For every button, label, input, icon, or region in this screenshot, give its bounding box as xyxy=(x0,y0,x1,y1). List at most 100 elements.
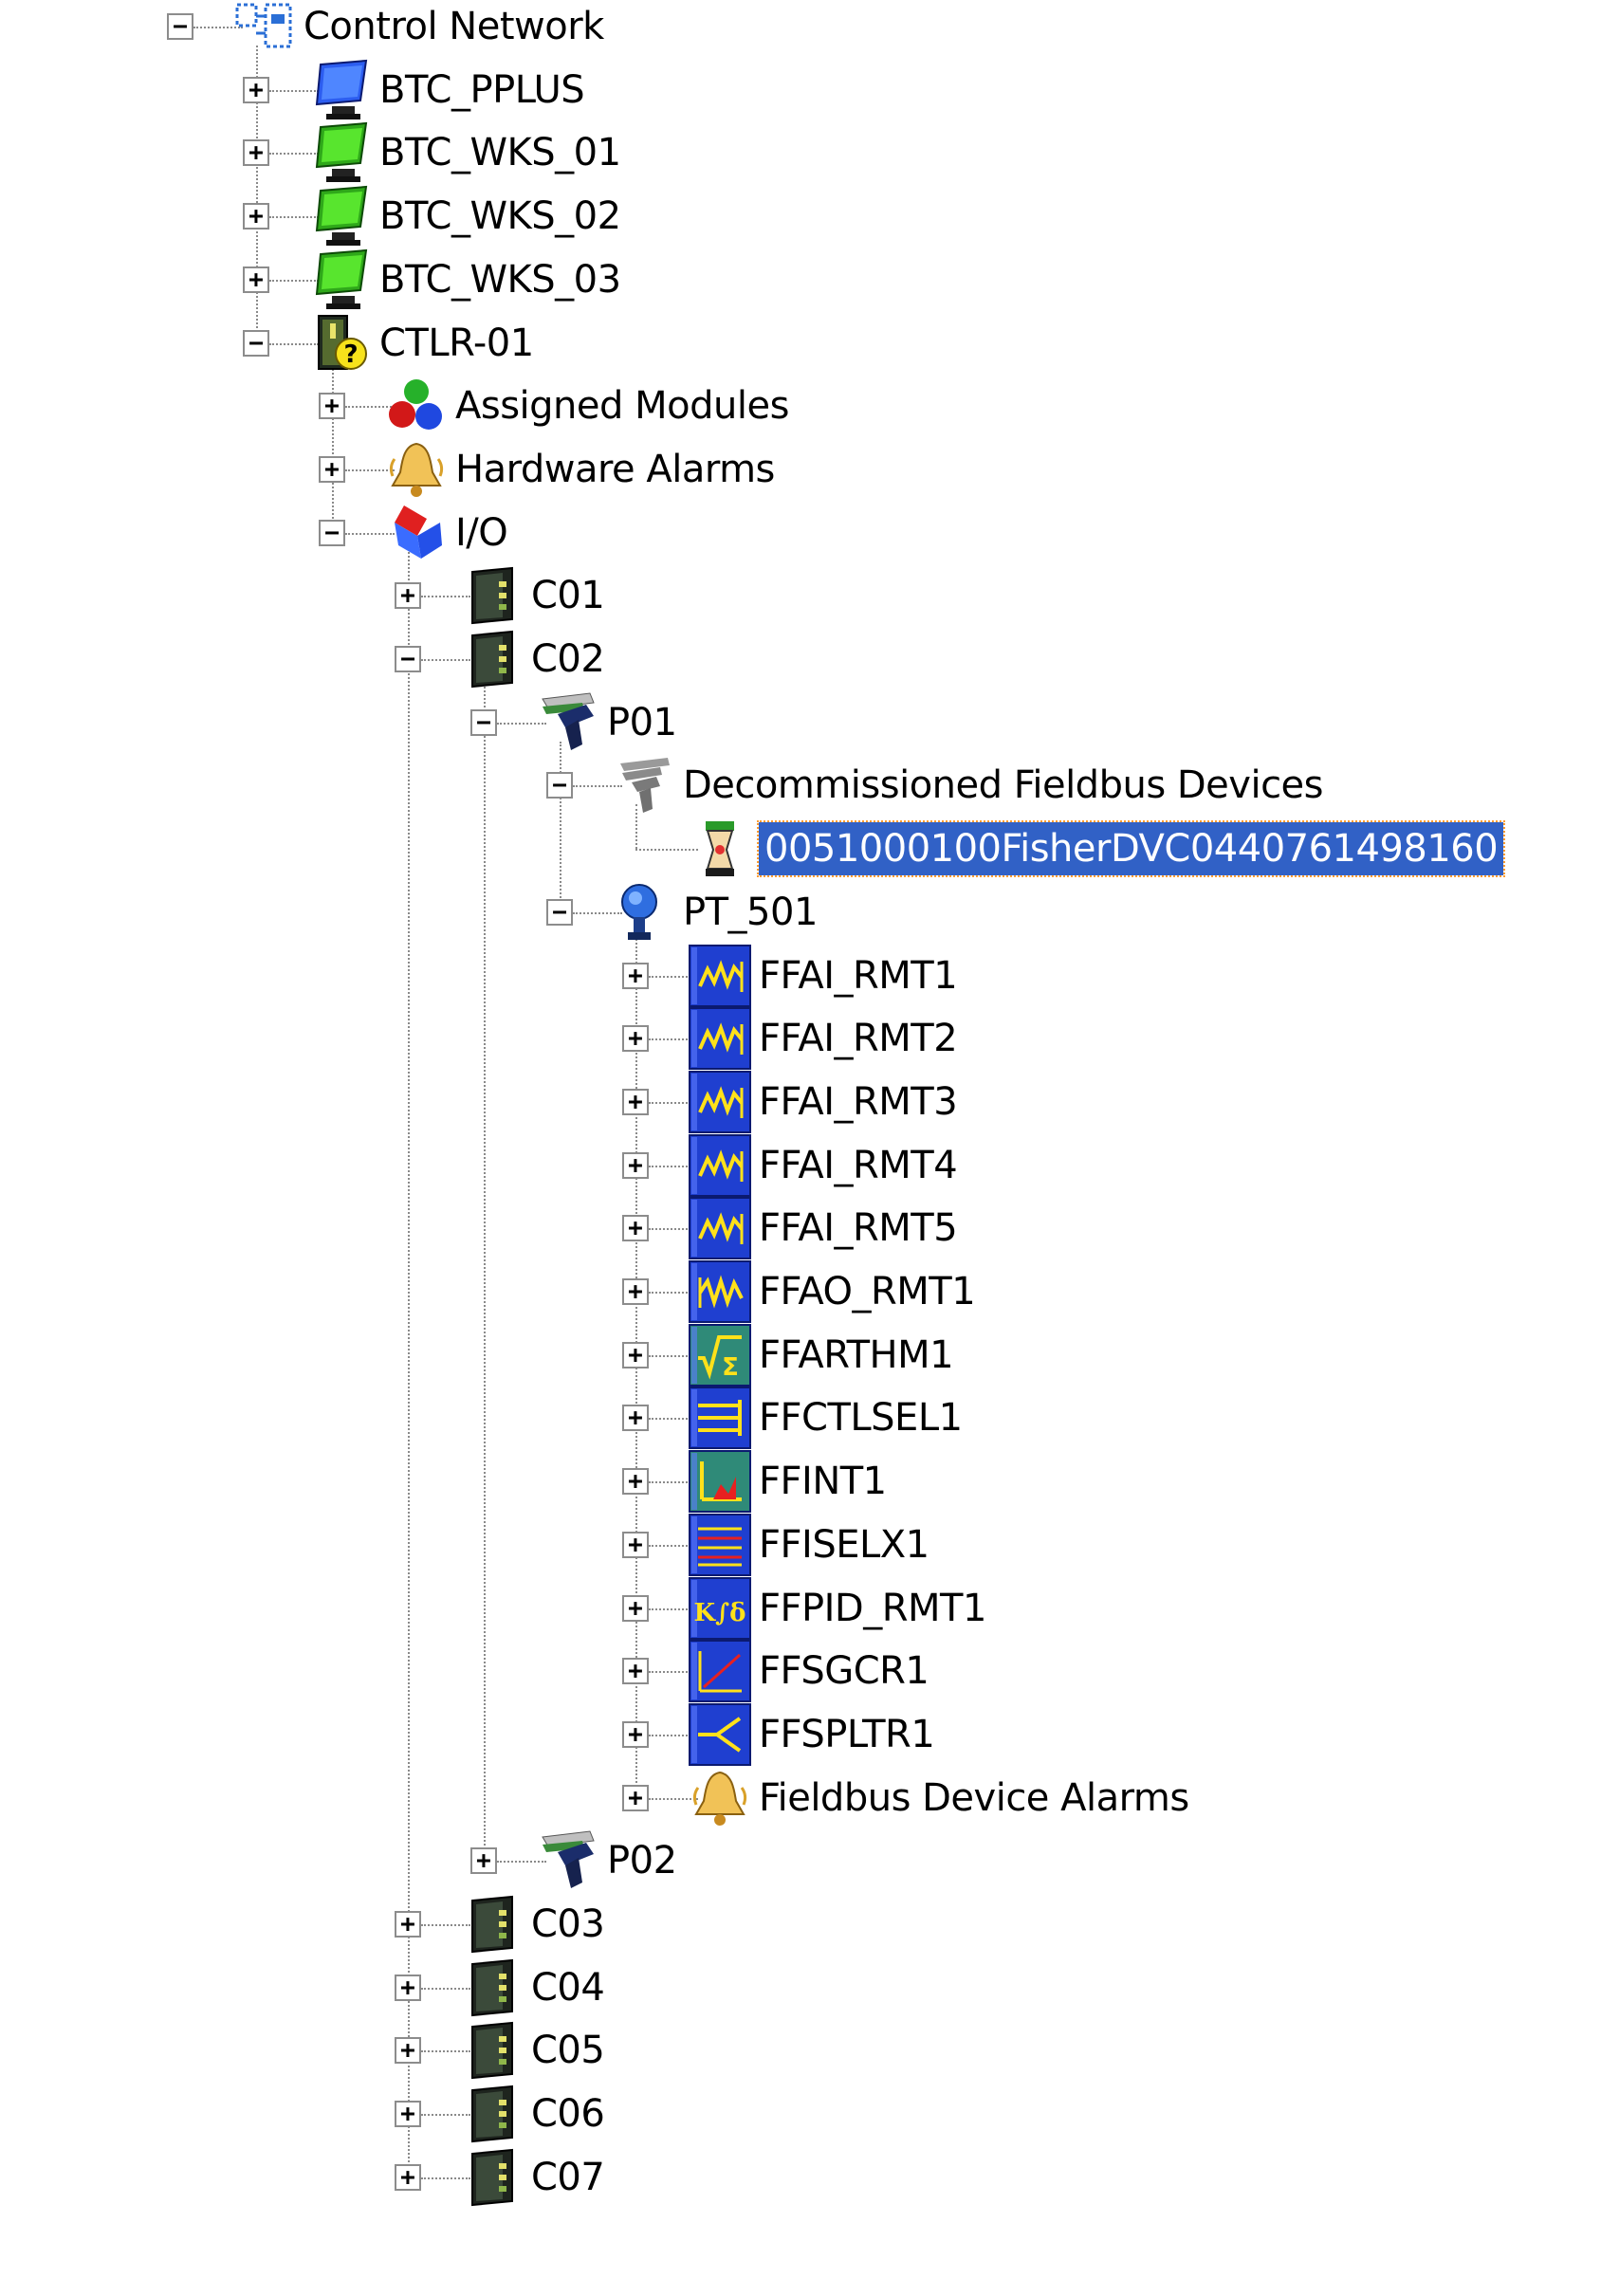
expand-toggle[interactable]: + xyxy=(622,1278,649,1305)
tree-node[interactable]: + C05 xyxy=(0,2019,1601,2082)
expand-toggle[interactable]: + xyxy=(622,1468,649,1496)
tree-node-label[interactable]: PT_501 xyxy=(683,890,818,934)
collapse-toggle[interactable]: − xyxy=(319,519,345,546)
expand-toggle[interactable]: + xyxy=(319,393,345,420)
tree-node[interactable]: + C07 xyxy=(0,2146,1601,2209)
tree-node[interactable]: + C03 xyxy=(0,1893,1601,1956)
expand-toggle[interactable]: + xyxy=(395,1911,421,1938)
expand-toggle[interactable]: + xyxy=(622,1341,649,1368)
tree-node-label[interactable]: C05 xyxy=(531,2029,605,2073)
expand-toggle[interactable]: + xyxy=(243,139,269,167)
expand-toggle[interactable]: + xyxy=(243,266,269,293)
tree-node[interactable]: + FFAI_RMT4 xyxy=(0,1133,1601,1197)
tree-node-label[interactable]: FFISELX1 xyxy=(759,1522,929,1567)
tree-node[interactable]: − C02 xyxy=(0,628,1601,690)
tree-node-label[interactable]: FFINT1 xyxy=(759,1460,887,1504)
tree-node[interactable]: + P02 xyxy=(0,1829,1601,1892)
tree-node-label[interactable]: FFSGCR1 xyxy=(759,1649,929,1694)
expand-toggle[interactable]: + xyxy=(243,76,269,103)
tree-node[interactable]: + FFSGCR1 xyxy=(0,1640,1601,1703)
collapse-toggle[interactable]: − xyxy=(243,329,269,357)
expand-toggle[interactable]: + xyxy=(622,1405,649,1432)
tree-node-label[interactable]: FFAI_RMT3 xyxy=(759,1079,958,1124)
tree-node[interactable]: − I/O xyxy=(0,502,1601,564)
collapse-toggle[interactable]: − xyxy=(395,646,421,672)
expand-toggle[interactable]: + xyxy=(622,1151,649,1179)
tree-node-label[interactable]: C06 xyxy=(531,2092,605,2137)
tree-node-label[interactable]: BTC_PPLUS xyxy=(379,67,585,112)
tree-node-label[interactable]: P02 xyxy=(607,1839,677,1883)
tree-node-label[interactable]: FFAI_RMT5 xyxy=(759,1206,958,1251)
expand-toggle[interactable]: + xyxy=(470,1847,497,1875)
tree-node[interactable]: + FFAI_RMT2 xyxy=(0,1007,1601,1071)
expand-toggle[interactable]: + xyxy=(622,962,649,989)
tree-node-label[interactable]: BTC_WKS_02 xyxy=(379,194,621,239)
tree-node-label[interactable]: C02 xyxy=(531,637,605,681)
expand-toggle[interactable]: + xyxy=(622,1658,649,1685)
expand-toggle[interactable]: + xyxy=(622,1594,649,1622)
tree-node[interactable]: + BTC_PPLUS xyxy=(0,59,1601,121)
expand-toggle[interactable]: + xyxy=(395,1974,421,2001)
tree-node[interactable]: + FFISELX1 xyxy=(0,1513,1601,1576)
tree-node[interactable]: − P01 xyxy=(0,691,1601,754)
tree-node-label[interactable]: FFSPLTR1 xyxy=(759,1712,935,1756)
tree-node-label[interactable]: FFAI_RMT4 xyxy=(759,1143,958,1187)
tree-node[interactable]: −?CTLR-01 xyxy=(0,312,1601,375)
tree-node-label[interactable]: Assigned Modules xyxy=(455,384,789,429)
tree-node[interactable]: + FFAO_RMT1 xyxy=(0,1260,1601,1323)
tree-node-label[interactable]: C01 xyxy=(531,574,605,618)
collapse-toggle[interactable]: − xyxy=(546,772,573,799)
expand-toggle[interactable]: + xyxy=(622,1531,649,1558)
collapse-toggle[interactable]: − xyxy=(470,708,497,736)
tree-node-label[interactable]: 0051000100FisherDVC0440761498160 xyxy=(756,820,1506,878)
tree-node[interactable]: + BTC_WKS_01 xyxy=(0,121,1601,184)
tree-node-label[interactable]: FFARTHM1 xyxy=(759,1332,954,1377)
expand-toggle[interactable]: + xyxy=(622,1215,649,1242)
tree-node[interactable]: +Hardware Alarms xyxy=(0,438,1601,501)
tree-node[interactable]: + FFINT1 xyxy=(0,1450,1601,1514)
tree-node[interactable]: + FFSPLTR1 xyxy=(0,1702,1601,1766)
tree-node-label[interactable]: I/O xyxy=(455,510,508,555)
expand-toggle[interactable]: + xyxy=(622,1025,649,1053)
tree-node[interactable]: 0051000100FisherDVC0440761498160 xyxy=(0,817,1601,880)
tree-node[interactable]: + FFCTLSEL1 xyxy=(0,1387,1601,1450)
collapse-toggle[interactable]: − xyxy=(546,898,573,926)
tree-node[interactable]: + Fieldbus Device Alarms xyxy=(0,1767,1601,1829)
expand-toggle[interactable]: + xyxy=(395,2163,421,2191)
tree-node-label[interactable]: C04 xyxy=(531,1965,605,2010)
expand-toggle[interactable]: + xyxy=(395,2037,421,2065)
tree-node-label[interactable]: Decommissioned Fieldbus Devices xyxy=(683,763,1324,808)
expand-toggle[interactable]: + xyxy=(319,455,345,483)
expand-toggle[interactable]: + xyxy=(622,1088,649,1115)
tree-node[interactable]: + FFAI_RMT1 xyxy=(0,944,1601,1007)
expand-toggle[interactable]: + xyxy=(243,203,269,230)
tree-node-label[interactable]: FFAI_RMT2 xyxy=(759,1017,958,1061)
tree-node-label[interactable]: BTC_WKS_01 xyxy=(379,131,621,175)
expand-toggle[interactable]: + xyxy=(395,582,421,610)
tree-node-label[interactable]: FFAO_RMT1 xyxy=(759,1270,976,1313)
tree-node-label[interactable]: BTC_WKS_03 xyxy=(379,257,621,302)
tree-node-label[interactable]: FFAI_RMT1 xyxy=(759,953,958,998)
tree-node-label[interactable]: Fieldbus Device Alarms xyxy=(759,1775,1189,1820)
tree-node[interactable]: + FFAI_RMT3 xyxy=(0,1070,1601,1133)
tree-node[interactable]: − Control Network xyxy=(0,0,1601,58)
tree-node-label[interactable]: FFPID_RMT1 xyxy=(759,1586,986,1630)
tree-node-label[interactable]: C07 xyxy=(531,2155,605,2199)
tree-node[interactable]: − Decommissioned Fieldbus Devices xyxy=(0,754,1601,817)
tree-node-label[interactable]: P01 xyxy=(607,700,677,744)
tree-node[interactable]: − PT_501 xyxy=(0,881,1601,944)
expand-toggle[interactable]: + xyxy=(622,1784,649,1811)
expand-toggle[interactable]: + xyxy=(622,1720,649,1748)
tree-node[interactable]: +C06 xyxy=(0,2083,1601,2145)
tree-node[interactable]: + BTC_WKS_02 xyxy=(0,185,1601,248)
collapse-toggle[interactable]: − xyxy=(167,13,193,40)
tree-node[interactable]: + Assigned Modules xyxy=(0,375,1601,437)
tree-node-label[interactable]: CTLR-01 xyxy=(379,321,534,365)
tree-node[interactable]: + C04 xyxy=(0,1956,1601,2019)
tree-node-label[interactable]: FFCTLSEL1 xyxy=(759,1396,963,1441)
tree-node-label[interactable]: C03 xyxy=(531,1902,605,1946)
tree-node-label[interactable]: Control Network xyxy=(304,5,604,48)
tree-node[interactable]: + BTC_WKS_03 xyxy=(0,248,1601,311)
